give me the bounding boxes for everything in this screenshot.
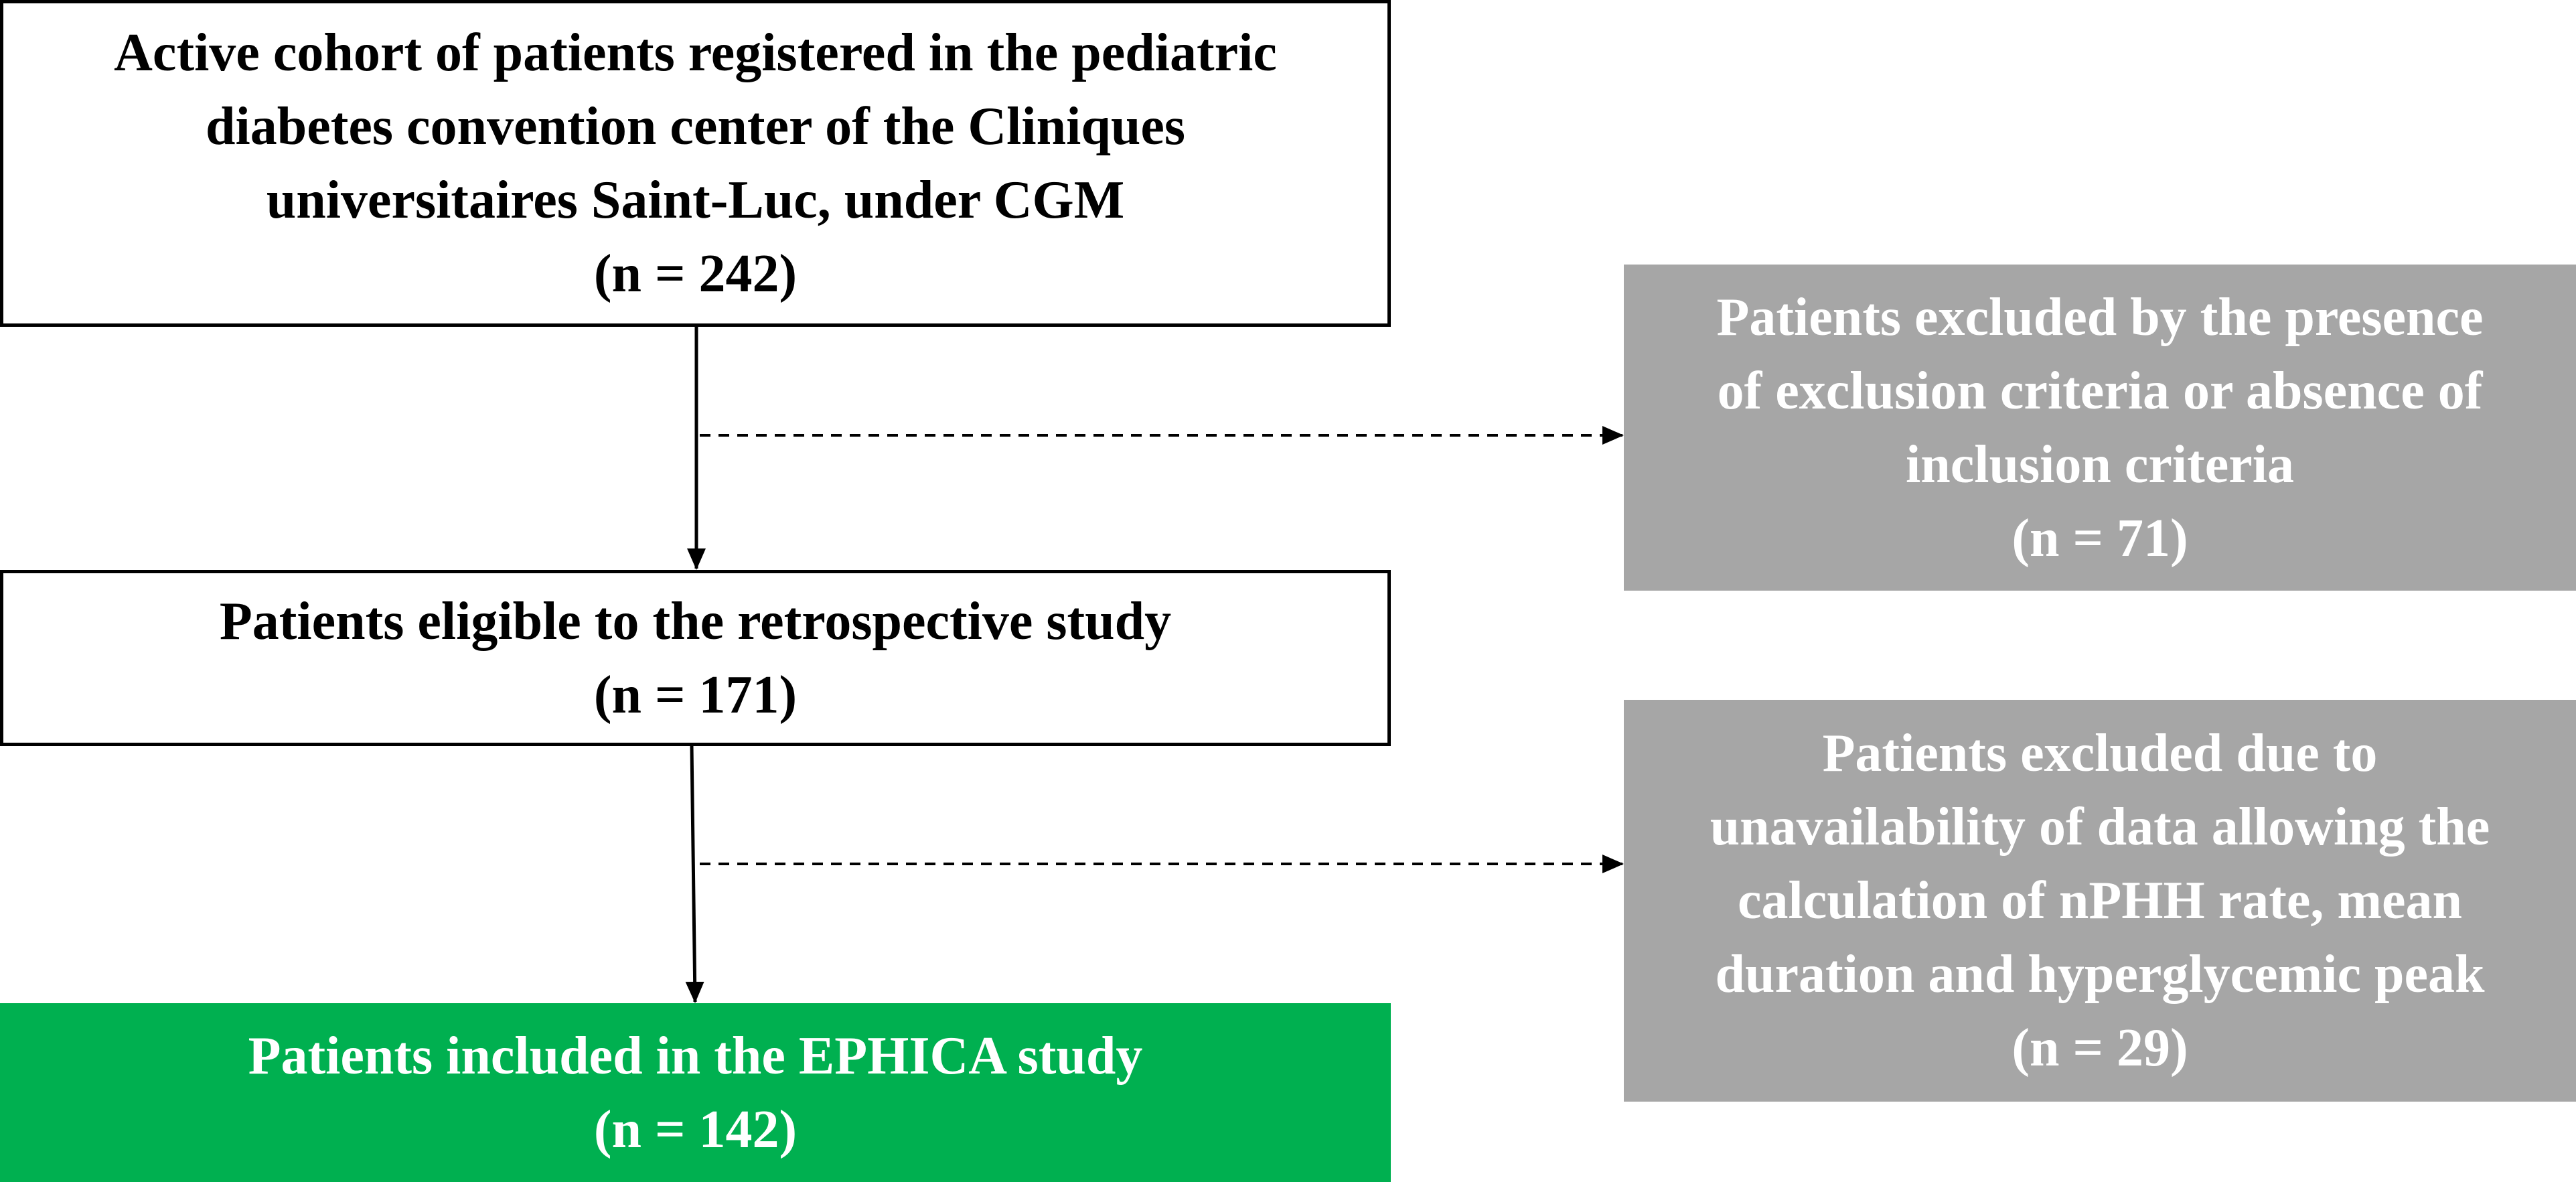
cohort-line-1: Active cohort of patients registered in … [114, 23, 1277, 82]
excluded-criteria-box: Patients excluded by the presence of exc… [1624, 265, 2576, 591]
excluded-data-count: (n = 29) [2012, 1019, 2188, 1078]
included-count: (n = 142) [593, 1100, 798, 1159]
excluded-data-line-1: Patients excluded due to [1822, 724, 2378, 783]
cohort-line-3: universitaires Saint-Luc, under CGM [266, 171, 1125, 230]
excluded-data-line-2: unavailability of data allowing the [1710, 798, 2490, 857]
eligible-count: (n = 171) [593, 665, 798, 725]
arrow-eligible-to-included [685, 745, 704, 1003]
excluded-data-box: Patients excluded due to unavailability … [1624, 700, 2576, 1102]
included-box: Patients included in the EPHICA study (n… [0, 1003, 1391, 1182]
cohort-box: Active cohort of patients registered in … [0, 0, 1391, 327]
excluded-data-line-3: calculation of nPHH rate, mean [1737, 871, 2463, 930]
excluded-criteria-line-3: inclusion criteria [1906, 435, 2294, 494]
excluded-data-line-4: duration and hyperglycemic peak [1715, 945, 2485, 1004]
excluded-criteria-count: (n = 71) [2012, 508, 2188, 568]
eligible-box: Patients eligible to the retrospective s… [0, 570, 1391, 746]
included-line-1: Patients included in the EPHICA study [248, 1026, 1143, 1086]
eligible-line-1: Patients eligible to the retrospective s… [219, 591, 1172, 651]
excluded-criteria-line-1: Patients excluded by the presence [1716, 287, 2484, 347]
cohort-line-2: diabetes convention center of the Cliniq… [206, 97, 1185, 156]
cohort-count: (n = 242) [593, 244, 798, 303]
excluded-criteria-line-2: of exclusion criteria or absence of [1717, 361, 2483, 421]
